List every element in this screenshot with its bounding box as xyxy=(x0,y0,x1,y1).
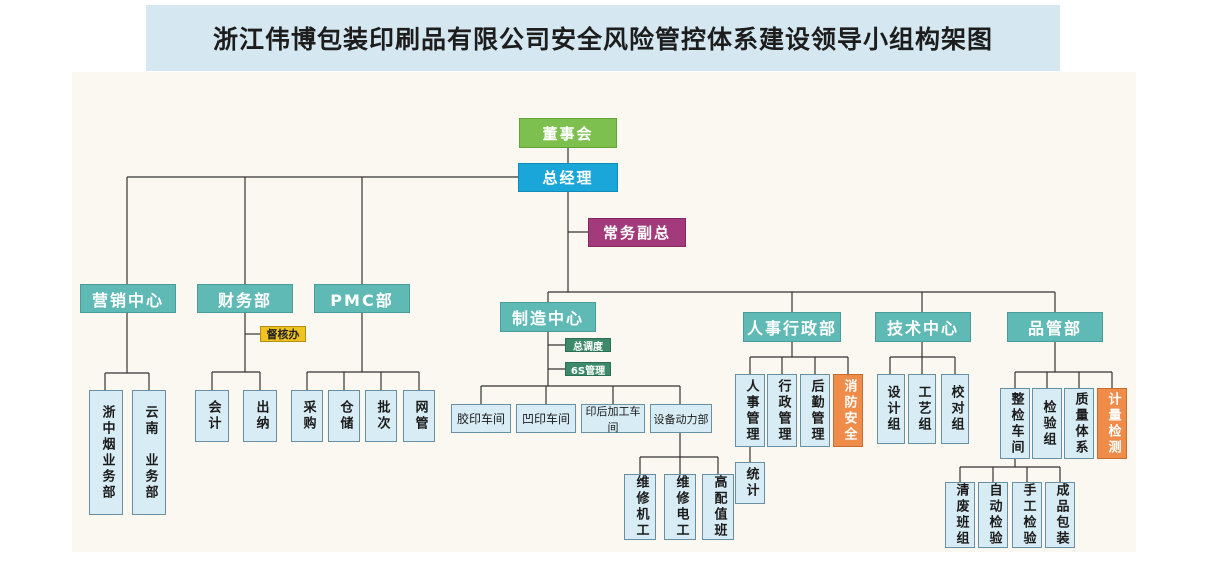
finance-dept-box: 财务部 xyxy=(197,284,293,313)
process-group-box: 工艺组 xyxy=(908,374,936,444)
inspection-workshop-box: 整检车间 xyxy=(1000,388,1030,459)
quality-system-box: 质量体系 xyxy=(1064,388,1094,459)
logistics-mgmt-box: 后勤管理 xyxy=(800,374,830,447)
post-press-workshop-box: 印后加工车间 xyxy=(581,404,645,434)
auto-inspection-box: 自动检验 xyxy=(978,482,1008,548)
warehouse-box: 仓储 xyxy=(328,390,360,442)
electrician-box: 维修电工 xyxy=(664,474,696,540)
quality-dept-box: 品管部 xyxy=(1007,312,1103,342)
personnel-mgmt-box: 人事管理 xyxy=(735,374,765,447)
audit-office-box: 督核办 xyxy=(260,326,306,342)
marketing-center-box: 营销中心 xyxy=(80,284,176,313)
product-packing-box: 成品包装 xyxy=(1045,482,1075,548)
deputy-gm-box: 常务副总 xyxy=(588,218,686,247)
dispatch-tag: 总调度 xyxy=(565,338,611,353)
title-banner: 浙江伟博包装印刷品有限公司安全风险管控体系建设领导小组构架图 xyxy=(146,5,1060,71)
gravure-workshop-box: 凹印车间 xyxy=(516,404,576,433)
chart-title: 浙江伟博包装印刷品有限公司安全风险管控体系建设领导小组构架图 xyxy=(212,25,993,54)
hr-admin-dept-box: 人事行政部 xyxy=(743,312,841,342)
tech-center-box: 技术中心 xyxy=(875,312,971,342)
mechanic-box: 维修机工 xyxy=(624,474,656,540)
waste-cleaning-team-box: 清废班组 xyxy=(945,482,975,548)
manufacturing-center-box: 制造中心 xyxy=(500,302,596,332)
admin-mgmt-box: 行政管理 xyxy=(767,374,797,447)
manual-inspection-box: 手工检验 xyxy=(1012,482,1042,548)
proofreading-group-box: 校对组 xyxy=(941,374,969,444)
batch-box: 批次 xyxy=(365,390,397,442)
hv-duty-box: 高配值班 xyxy=(702,474,734,540)
accounting-box: 会计 xyxy=(195,390,229,442)
design-group-box: 设计组 xyxy=(877,374,905,444)
board-box: 董事会 xyxy=(519,118,617,148)
statistics-box: 统计 xyxy=(735,462,765,504)
network-admin-box: 网管 xyxy=(403,390,435,442)
equipment-power-dept-box: 设备动力部 xyxy=(650,404,712,433)
offset-workshop-box: 胶印车间 xyxy=(451,404,511,433)
purchasing-box: 采购 xyxy=(291,390,323,442)
zhezhong-sales-box: 浙中烟业务部 xyxy=(89,390,123,515)
fire-safety-box: 消防安全 xyxy=(833,374,863,447)
testing-group-box: 检验组 xyxy=(1032,388,1062,459)
pmc-dept-box: PMC部 xyxy=(314,284,410,313)
metrology-box: 计量检测 xyxy=(1097,388,1127,459)
general-manager-box: 总经理 xyxy=(518,163,618,192)
6s-management-tag: 6S管理 xyxy=(565,362,611,377)
cashier-box: 出纳 xyxy=(243,390,277,442)
yunnan-sales-box: 云南 业务部 xyxy=(132,390,166,515)
